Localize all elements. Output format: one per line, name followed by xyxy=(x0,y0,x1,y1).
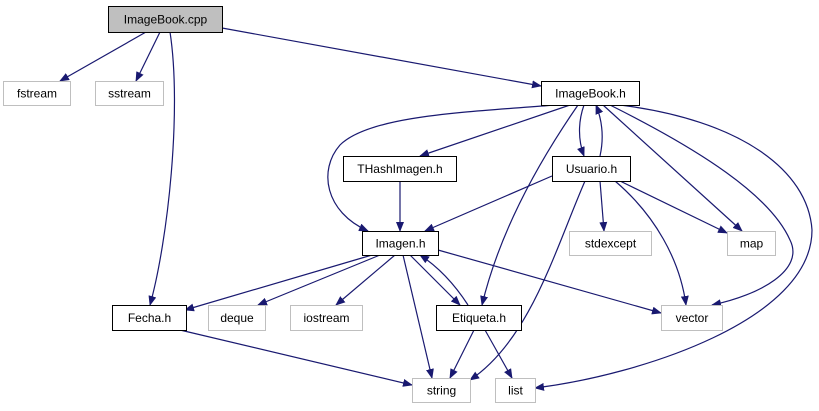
edge-imagen-h-to-iostream xyxy=(335,254,396,306)
node-box xyxy=(436,305,522,331)
node-box xyxy=(112,305,187,331)
edge-etiqueta-h-to-string xyxy=(449,329,475,379)
node-label: Fecha.h xyxy=(128,311,171,325)
node-string[interactable]: string xyxy=(412,378,471,403)
edge-imagebook-cpp-to-fstream xyxy=(59,31,147,82)
edges-layer xyxy=(59,27,813,391)
node-box xyxy=(727,231,776,256)
edge-usuario-h-to-vector xyxy=(614,180,689,306)
edge-usuario-h-to-string xyxy=(469,180,586,381)
edge-imagebook-h-to-imagen-h xyxy=(327,104,556,232)
edge-imagebook-cpp-to-fecha-h xyxy=(148,31,176,306)
node-imagen-h[interactable]: Imagen.h xyxy=(362,231,439,256)
node-box xyxy=(661,305,723,331)
node-label: vector xyxy=(676,311,709,325)
node-etiqueta-h[interactable]: Etiqueta.h xyxy=(436,305,522,331)
edge-usuario-h-to-map xyxy=(619,180,728,234)
edge-usuario-h-to-imagebook-h xyxy=(595,104,604,157)
node-label: list xyxy=(508,384,523,398)
node-iostream[interactable]: iostream xyxy=(290,305,363,331)
edge-imagebook-cpp-to-sstream xyxy=(135,31,161,82)
node-vector[interactable]: vector xyxy=(661,305,723,331)
node-label: Usuario.h xyxy=(566,162,617,176)
node-box xyxy=(495,378,536,403)
edge-imagen-h-to-etiqueta-h xyxy=(409,254,461,306)
node-box xyxy=(290,305,363,331)
edge-imagebook-h-to-list xyxy=(534,104,813,391)
node-label: map xyxy=(740,237,764,251)
node-list[interactable]: list xyxy=(495,378,536,403)
node-label: fstream xyxy=(17,87,57,101)
node-box xyxy=(552,156,631,182)
node-label: string xyxy=(427,384,456,398)
node-thashimagen-h[interactable]: THashImagen.h xyxy=(343,156,457,182)
node-box xyxy=(343,156,457,182)
edge-imagen-h-to-fecha-h xyxy=(184,254,373,312)
node-box xyxy=(208,305,266,331)
node-box xyxy=(362,231,439,256)
node-box xyxy=(412,378,471,403)
node-imagebook-cpp[interactable]: ImageBook.cpp xyxy=(108,6,223,33)
node-label: deque xyxy=(220,311,254,325)
edge-imagen-h-to-deque xyxy=(257,254,381,306)
node-usuario-h[interactable]: Usuario.h xyxy=(552,156,631,182)
node-label: sstream xyxy=(108,87,151,101)
nodes-layer: ImageBook.cpp fstream sstream ImageBook.hTH… xyxy=(3,6,776,403)
node-label: iostream xyxy=(303,311,349,325)
edge-imagebook-cpp-to-imagebook-h xyxy=(221,27,542,89)
node-imagebook-h[interactable]: ImageBook.h xyxy=(541,81,640,106)
node-label: stdexcept xyxy=(585,237,637,251)
node-stdexcept[interactable]: stdexcept xyxy=(569,231,652,256)
edge-imagebook-h-to-thashimagen-h xyxy=(419,104,571,157)
edge-imagen-h-to-vector xyxy=(437,249,662,315)
node-deque[interactable]: deque xyxy=(208,305,266,331)
edge-imagen-h-to-string xyxy=(402,254,434,379)
node-label: THashImagen.h xyxy=(357,162,442,176)
edge-imagebook-h-to-etiqueta-h xyxy=(480,104,579,306)
edge-imagebook-h-to-map xyxy=(602,104,743,232)
node-fstream[interactable]: fstream xyxy=(3,81,71,106)
node-label: ImageBook.cpp xyxy=(124,13,208,27)
node-box xyxy=(569,231,652,256)
node-fecha-h[interactable]: Fecha.h xyxy=(112,305,187,331)
edge-etiqueta-h-to-imagen-h xyxy=(419,254,469,306)
edge-imagebook-h-to-vector xyxy=(609,104,794,308)
node-box xyxy=(95,81,164,106)
node-label: ImageBook.h xyxy=(555,87,626,101)
node-box xyxy=(3,81,71,106)
node-box xyxy=(541,81,640,106)
node-box xyxy=(108,6,223,33)
node-map[interactable]: map xyxy=(727,231,776,256)
node-label: Imagen.h xyxy=(375,237,425,251)
edge-imagebook-h-to-usuario-h xyxy=(577,104,585,157)
edge-usuario-h-to-imagen-h xyxy=(424,175,553,232)
edge-usuario-h-to-stdexcept xyxy=(599,180,608,232)
edge-fecha-h-to-string xyxy=(179,329,413,387)
node-label: Etiqueta.h xyxy=(452,311,506,325)
node-sstream[interactable]: sstream xyxy=(95,81,164,106)
edge-etiqueta-h-to-list xyxy=(484,329,513,379)
